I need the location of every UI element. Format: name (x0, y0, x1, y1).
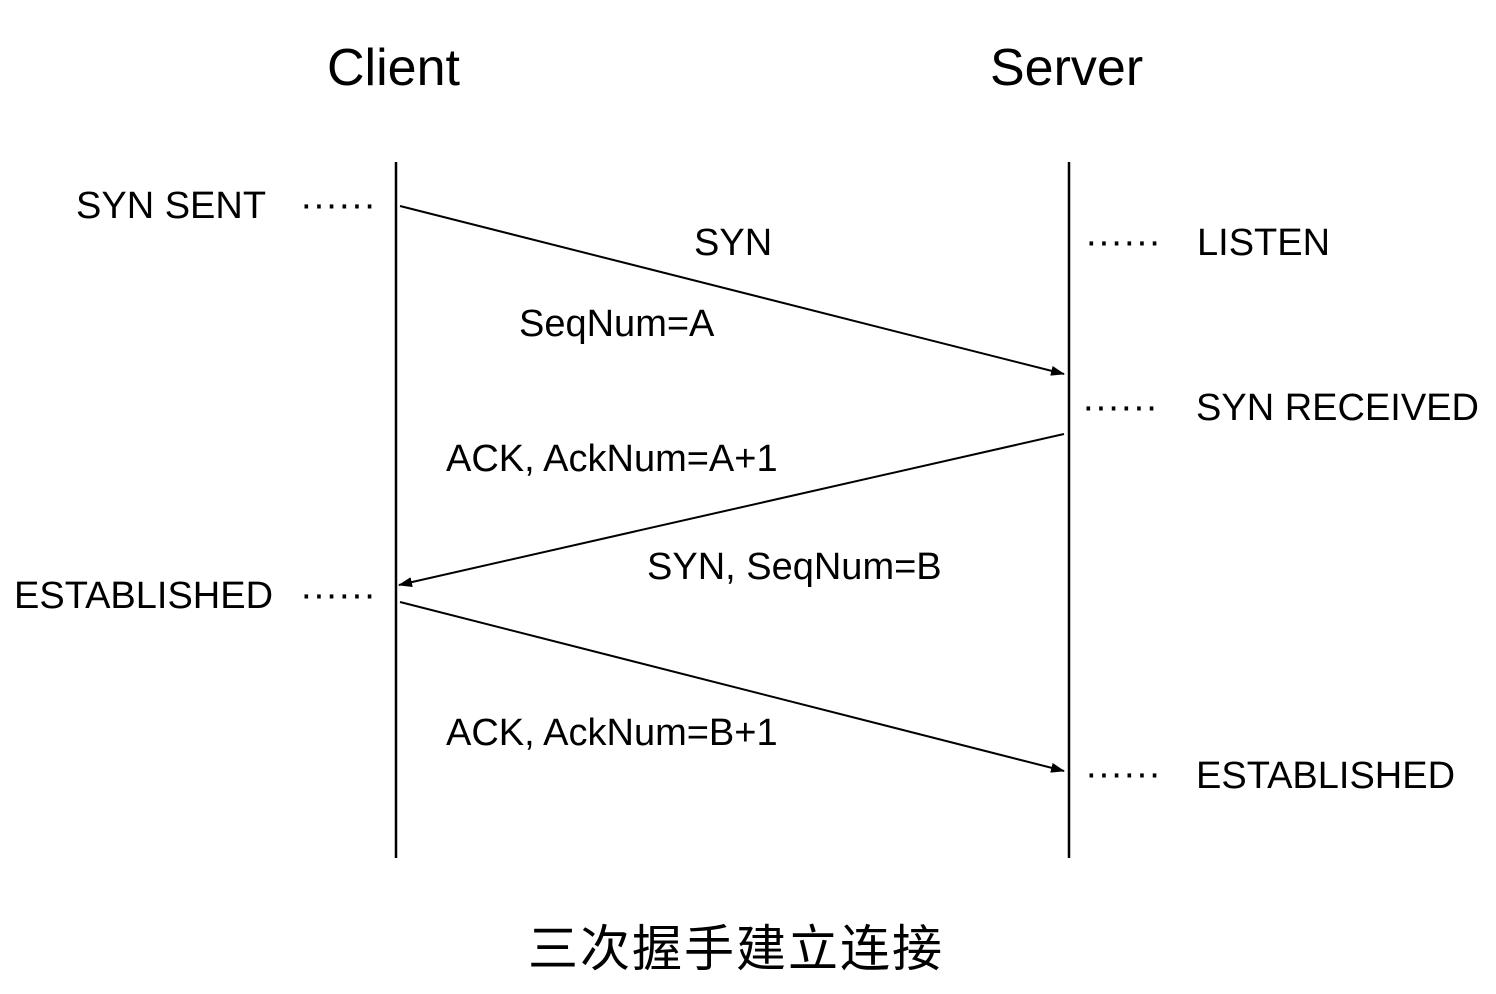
server-header: Server (990, 39, 1144, 97)
ack-b-label: ACK, AckNum=B+1 (446, 712, 778, 754)
syn-ack-arrow (398, 433, 1065, 587)
server-state-established: ESTABLISHED (1196, 755, 1456, 797)
server-state-listen: LISTEN (1197, 222, 1331, 264)
syn-seq-b-label: SYN, SeqNum=B (647, 546, 942, 588)
syn-arrow (399, 205, 1065, 376)
client-state-established: ESTABLISHED (14, 575, 274, 617)
diagram-caption: 三次握手建立连接 (528, 920, 944, 978)
client-leader-dots: ······ (300, 574, 376, 616)
client-leader-dots: ······ (300, 184, 376, 226)
server-leader-dots: ······ (1085, 221, 1161, 263)
server-state-syn-received: SYN RECEIVED (1196, 387, 1479, 429)
client-state-syn-sent: SYN SENT (76, 185, 267, 227)
server-leader-dots: ······ (1085, 753, 1161, 795)
client-header: Client (327, 39, 460, 97)
ack-arrow (399, 601, 1065, 773)
ack-a-label: ACK, AckNum=A+1 (446, 438, 778, 480)
seq-a-label: SeqNum=A (519, 303, 715, 345)
server-leader-dots: ······ (1082, 386, 1158, 428)
syn-message-label: SYN (694, 222, 773, 264)
